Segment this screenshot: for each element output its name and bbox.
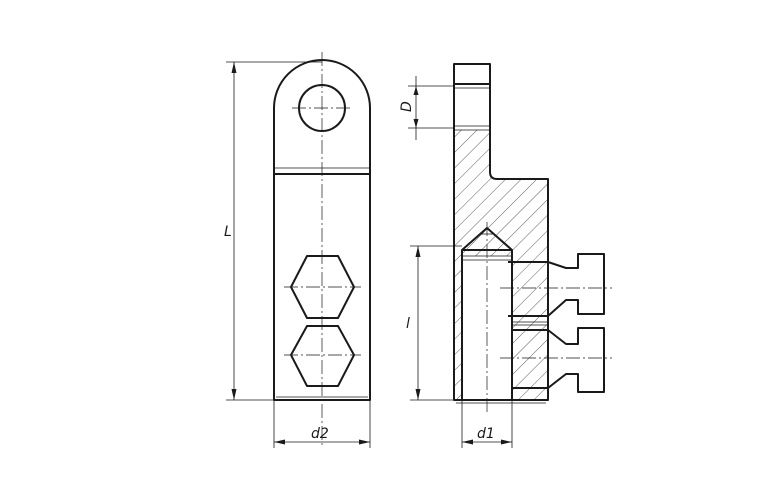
side-section-view — [453, 63, 612, 412]
dimension-depth: l — [406, 245, 462, 401]
front-view — [273, 52, 371, 448]
dimension-width-side: d1 — [461, 400, 513, 448]
clamp-screw-upper — [508, 253, 605, 323]
dimension-hole-diameter-label: D — [399, 101, 415, 112]
front-view-outline — [273, 59, 371, 401]
hex-nut-upper — [290, 255, 355, 319]
dimension-width-side-label: d1 — [477, 426, 495, 442]
section-body-hatch — [454, 130, 548, 400]
dimension-hole-diameter: D — [399, 76, 454, 140]
dimension-length: L — [224, 61, 322, 401]
section-body-outline — [453, 63, 549, 401]
dimension-width-front: d2 — [273, 400, 371, 448]
hex-nut-lower — [290, 325, 355, 387]
clamp-screw-lower — [511, 324, 605, 393]
dimension-width-front-label: d2 — [311, 426, 329, 442]
dimension-length-label: L — [224, 224, 232, 240]
dimension-depth-label: l — [406, 316, 410, 332]
